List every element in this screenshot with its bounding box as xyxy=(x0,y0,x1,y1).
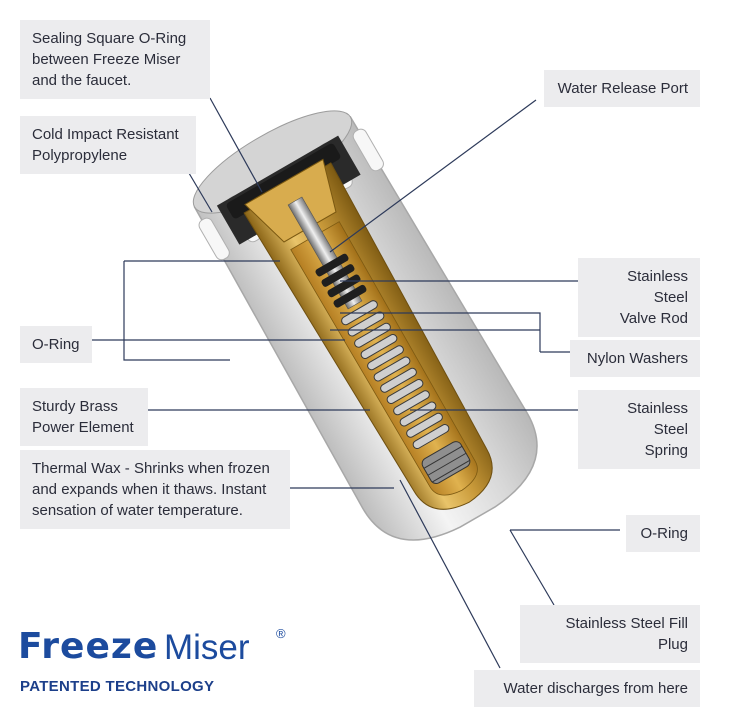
registered-mark: ® xyxy=(276,626,286,641)
label-spring: Stainless Steel Spring xyxy=(578,390,700,469)
stainless-steel-fill-plug xyxy=(421,441,471,484)
label-water-release-port: Water Release Port xyxy=(544,70,700,107)
label-sealing-square-oring: Sealing Square O-Ring between Freeze Mis… xyxy=(20,20,210,99)
brand-name-freeze: Freeze xyxy=(18,626,159,667)
label-thermal-wax: Thermal Wax - Shrinks when frozen and ex… xyxy=(20,450,290,529)
label-fill-plug: Stainless Steel Fill Plug xyxy=(520,605,700,663)
brand-logo: Freeze Miser ® PATENTED TECHNOLOGY xyxy=(18,626,318,706)
brand-name-miser: Miser xyxy=(164,628,250,667)
label-polypropylene: Cold Impact Resistant Polypropylene xyxy=(20,116,196,174)
label-nylon-washers: Nylon Washers xyxy=(570,340,700,377)
label-valve-rod: Stainless Steel Valve Rod xyxy=(578,258,700,337)
leader-lines xyxy=(84,97,620,669)
label-water-discharge: Water discharges from here xyxy=(474,670,700,707)
nylon-washers xyxy=(315,253,367,308)
label-oring-right: O-Ring xyxy=(626,515,700,552)
brand-tagline: PATENTED TECHNOLOGY xyxy=(20,678,215,695)
label-sturdy-brass: Sturdy Brass Power Element xyxy=(20,388,148,446)
label-oring-left: O-Ring xyxy=(20,326,92,363)
stainless-steel-spring xyxy=(341,300,450,450)
